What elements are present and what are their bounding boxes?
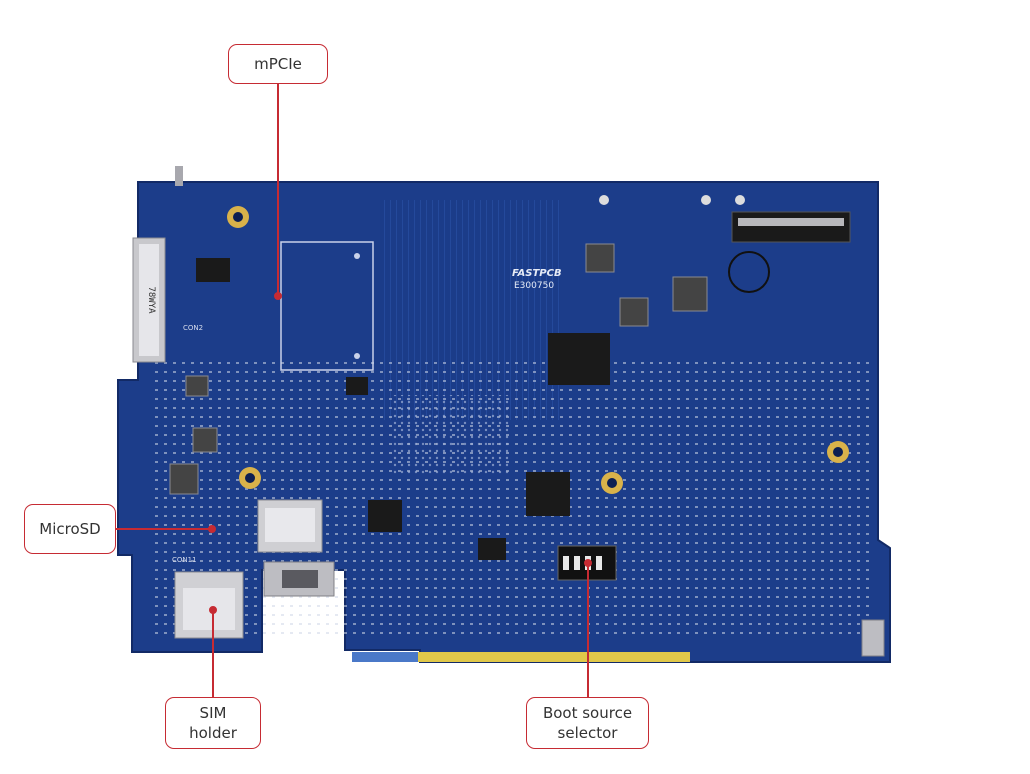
boot-source-selector-callout: Boot source selector (526, 697, 649, 749)
sim-leader-dot (209, 606, 217, 614)
mpcie-mount-hole (354, 253, 360, 259)
antenna-connector (175, 166, 183, 186)
mpcie-callout: mPCIe (228, 44, 328, 84)
dip-key (596, 556, 602, 570)
mpcie-leader-dot (274, 292, 282, 300)
mount-hole (233, 212, 243, 222)
ribbon-connector (731, 211, 851, 243)
inductor (619, 297, 649, 327)
inductor (185, 375, 209, 397)
mount-hole (607, 478, 617, 488)
microsd-leader-dot (208, 525, 216, 533)
con11-label: CON11 (172, 556, 197, 564)
mount-hole (245, 473, 255, 483)
dip-key (574, 556, 580, 570)
con2-connector-inner (139, 244, 159, 356)
chip (346, 377, 368, 395)
con2-label: CON2 (183, 324, 203, 332)
ribbon-connector-pins (738, 218, 844, 226)
mount-hole (728, 251, 770, 293)
mount-hole (833, 447, 843, 457)
inductor (585, 243, 615, 273)
mpcie-mount-hole (354, 353, 360, 359)
mpcie-slot (280, 241, 374, 371)
pcb-via-field (390, 395, 510, 475)
chip (548, 333, 610, 385)
sim-holder-inner (183, 588, 235, 630)
dip-key (563, 556, 569, 570)
chip (478, 538, 506, 560)
edge-connector-blue (352, 652, 418, 662)
boot-leader-dot (584, 559, 592, 567)
leader-lines (116, 84, 592, 697)
chip (368, 500, 402, 532)
microsd-callout: MicroSD (24, 504, 116, 554)
usb-connector-port (282, 570, 318, 588)
con2-side-code: 78WYA (146, 286, 156, 314)
inductor (192, 427, 218, 453)
top-via (599, 195, 609, 205)
edge-connector (418, 652, 690, 662)
top-via (701, 195, 711, 205)
chip (526, 472, 570, 516)
chip (196, 258, 230, 282)
code-marking: E300750 (514, 281, 554, 291)
brand-marking: FASTPCB (512, 268, 562, 279)
side-button (861, 619, 885, 657)
inductor (672, 276, 708, 312)
sim-holder-callout: SIM holder (165, 697, 261, 749)
microsd-slot-inner (265, 508, 315, 542)
inductor (169, 463, 199, 495)
top-via (735, 195, 745, 205)
